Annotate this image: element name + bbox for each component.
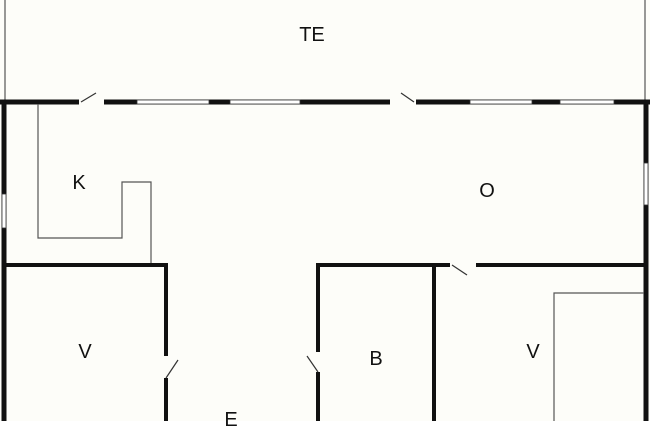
floor-plan-drawing xyxy=(0,0,650,421)
room-label-living: O xyxy=(479,180,495,202)
room-label-bedroom-left: V xyxy=(78,341,92,363)
room-label-kitchen: K xyxy=(72,172,86,194)
door-swing xyxy=(451,264,468,276)
door-swing xyxy=(400,92,415,103)
room-label-bathroom: B xyxy=(369,348,383,370)
kitchen-counter xyxy=(37,104,152,264)
window xyxy=(643,162,649,206)
door-swing xyxy=(306,355,319,373)
door-swing xyxy=(80,92,97,103)
door-swing xyxy=(165,359,179,379)
window xyxy=(559,99,615,105)
room-label-terrace: TE xyxy=(299,24,325,46)
room-label-bedroom-right: V xyxy=(526,341,540,363)
window xyxy=(1,193,7,229)
window xyxy=(136,99,210,105)
room-label-entrance: E xyxy=(224,409,238,431)
window xyxy=(469,99,533,105)
wardrobe xyxy=(553,292,644,421)
window xyxy=(229,99,301,105)
